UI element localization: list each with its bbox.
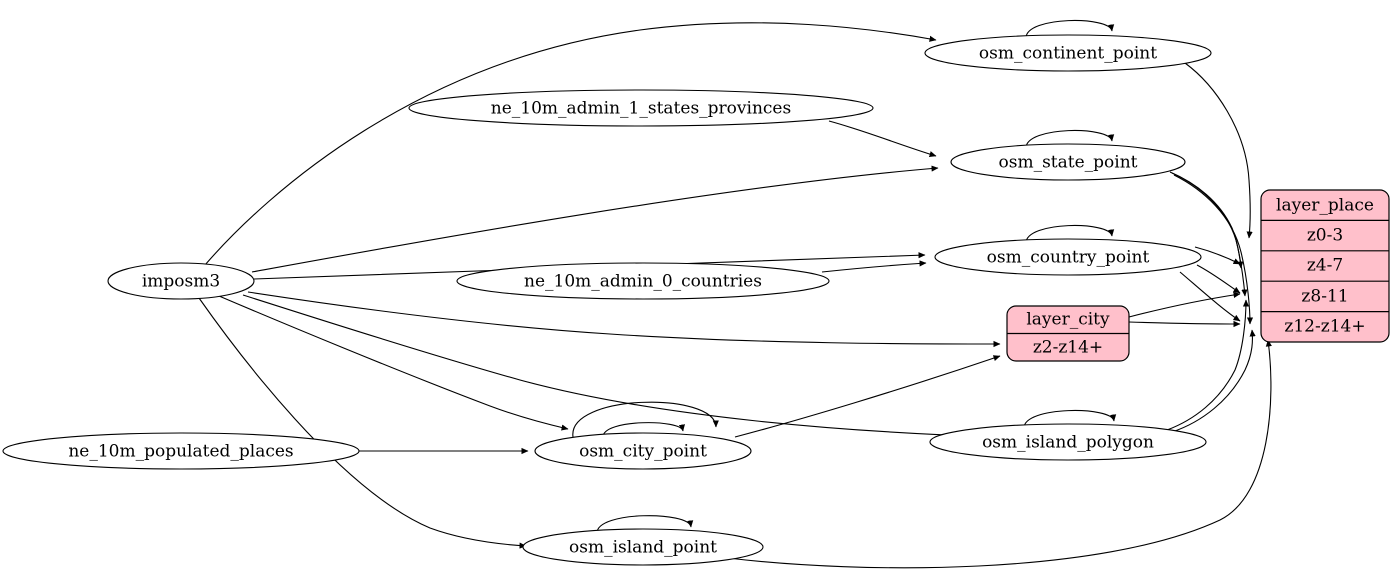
node-osm_country_point[interactable]: osm_country_point — [934, 238, 1202, 276]
selfloop-osm_city_point-outer — [572, 401, 719, 438]
edge-osm_state_point-to-layer_place-z8-11 — [1171, 172, 1248, 297]
node-layer_city[interactable]: layer_city z2-z14+ — [1006, 305, 1130, 362]
node-ne_10m_admin_0_countries[interactable]: ne_10m_admin_0_countries — [456, 262, 830, 300]
edge-imposm3-to-osm_city_point — [218, 295, 569, 431]
node-ne_10m_populated_places[interactable]: ne_10m_populated_places — [2, 432, 360, 470]
edge-osm_city_point-to-layer_city — [734, 355, 1001, 438]
edges-layer — [198, 20, 1272, 569]
layer_place-row-z12-z14: z12-z14+ — [1284, 317, 1365, 337]
node-ne_10m_admin_1_states_provinces[interactable]: ne_10m_admin_1_states_provinces — [408, 89, 874, 127]
selfloop-osm_city_point-inner — [602, 422, 685, 438]
layer_city-row-z2-z14: z2-z14+ — [1033, 338, 1103, 358]
edge-layer_city-to-layer_place-z8-11 — [1128, 291, 1241, 318]
edge-ne_states-to-osm_state_point — [828, 120, 937, 158]
node-label-ne-states: ne_10m_admin_1_states_provinces — [491, 99, 791, 119]
node-label-osm-country-point: osm_country_point — [987, 248, 1150, 268]
node-osm_island_point[interactable]: osm_island_point — [522, 528, 764, 566]
node-label-osm-island-point: osm_island_point — [569, 538, 717, 558]
node-osm_continent_point[interactable]: osm_continent_point — [924, 34, 1212, 72]
edge-imposm3-to-osm_island_point — [198, 297, 527, 549]
edge-imposm3-to-osm_state_point — [251, 165, 939, 273]
selfloop-osm_island_point — [596, 515, 694, 534]
edge-osm_state_point-to-layer_place-z12-z14+ — [1173, 174, 1254, 325]
node-label-ne-countries: ne_10m_admin_0_countries — [524, 272, 762, 292]
node-imposm3[interactable]: imposm3 — [107, 262, 255, 300]
edge-osm_country_point-to-layer_place-z4-7 — [1194, 246, 1241, 265]
layer_place-row-title: layer_place — [1276, 196, 1374, 216]
selfloop-osm_continent_point — [1025, 20, 1115, 39]
edge-osm_island_polygon-to-layer_place-z8-11 — [1166, 299, 1250, 431]
edge-osm_country_point-to-layer_place-z8-11 — [1196, 264, 1241, 294]
edge-imposm3-to-osm_island_polygon — [242, 294, 997, 440]
edge-imposm3-to-layer_city — [247, 291, 1001, 348]
layer_city-row-title: layer_city — [1026, 310, 1110, 330]
node-label-osm-state-point: osm_state_point — [999, 153, 1138, 173]
node-label-osm-island-polygon: osm_island_polygon — [982, 433, 1154, 453]
node-osm_state_point[interactable]: osm_state_point — [950, 143, 1186, 181]
selfloop-osm_country_point — [1025, 225, 1115, 244]
edge-osm_island_polygon-to-layer_place-z12-z14+ — [1171, 329, 1256, 433]
node-layer_place[interactable]: layer_place z0-3 z4-7 z8-11 z12-z14+ — [1260, 189, 1390, 343]
node-label-osm-city-point: osm_city_point — [579, 442, 707, 462]
node-label-osm-continent-point: osm_continent_point — [979, 44, 1157, 64]
edge-layer_city-to-layer_place-z12-z14+ — [1128, 320, 1241, 328]
edge-ne_countries-to-osm_country_point — [821, 260, 927, 273]
node-label-ne-places: ne_10m_populated_places — [68, 442, 293, 462]
edge-osm_island_point-to-layer_place-z12-z14+ — [727, 339, 1272, 569]
node-osm_island_polygon[interactable]: osm_island_polygon — [929, 423, 1207, 461]
layer_place-row-z4-7: z4-7 — [1307, 256, 1343, 276]
edge-osm_continent_point-to-layer_place-z0-3 — [1184, 62, 1253, 239]
selfloop-osm_state_point — [1025, 130, 1115, 149]
layer_place-row-z8-11: z8-11 — [1301, 287, 1348, 307]
edge-imposm3-to-osm_continent_point — [204, 22, 937, 266]
edge-osm_country_point-to-layer_place-z12-z14+ — [1179, 271, 1241, 322]
nodes-layer: imposm3 ne_10m_admin_1_states_provinces … — [2, 34, 1390, 566]
node-osm_city_point[interactable]: osm_city_point — [534, 432, 752, 470]
selfloop-osm_island_polygon — [1023, 410, 1117, 429]
layer_place-row-z0-3: z0-3 — [1307, 226, 1343, 246]
node-label-imposm3: imposm3 — [142, 272, 220, 292]
